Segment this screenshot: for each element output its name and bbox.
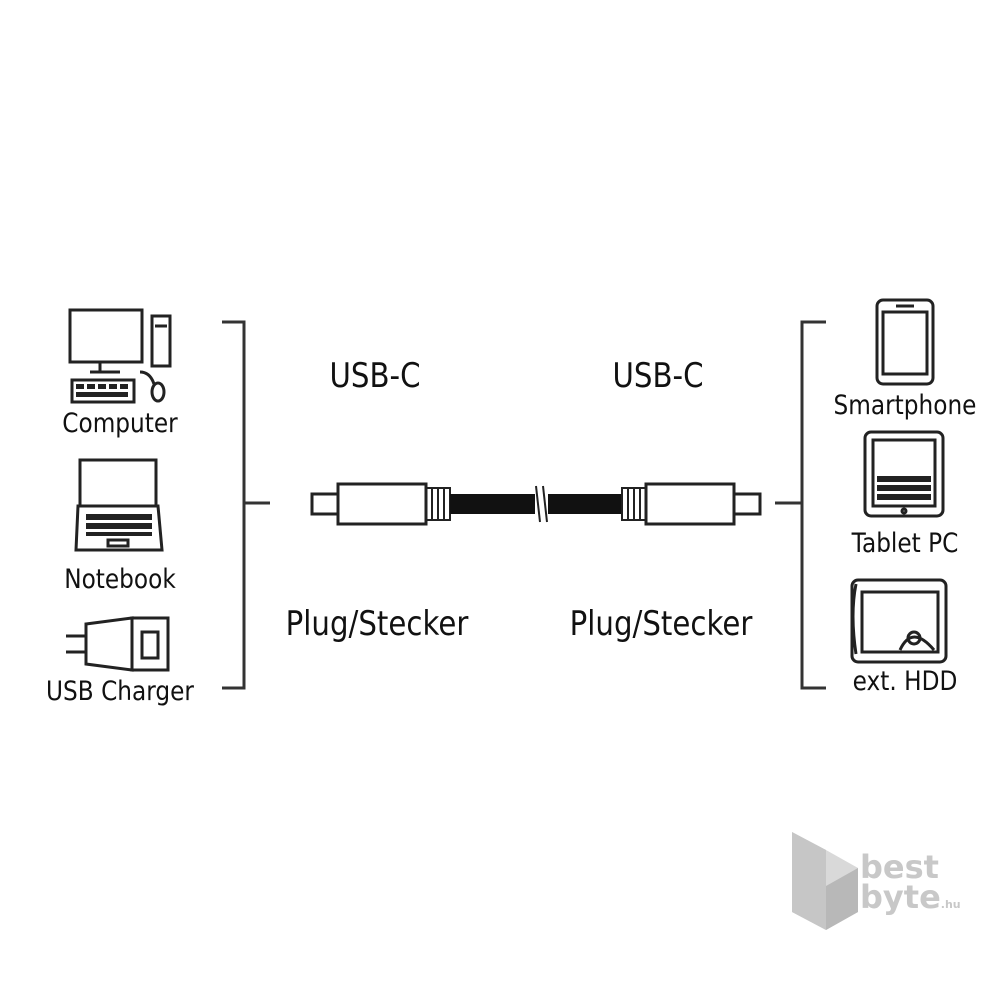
smartphone-icon bbox=[875, 298, 935, 386]
watermark-line1: best bbox=[860, 848, 939, 886]
watermark-text: best byte.hu bbox=[860, 848, 970, 920]
tablet-icon bbox=[863, 430, 945, 518]
usb-c-plug-icon bbox=[621, 482, 762, 526]
hdd-label: ext. HDD bbox=[852, 666, 958, 697]
left-bracket bbox=[222, 320, 270, 690]
right-bracket bbox=[775, 320, 826, 690]
external-hdd-icon bbox=[850, 578, 948, 664]
watermark-line2: byte bbox=[860, 878, 941, 916]
notebook-label: Notebook bbox=[64, 564, 176, 595]
usb-c-plug-icon bbox=[310, 482, 451, 526]
watermark-logo bbox=[792, 832, 858, 930]
computer-label: Computer bbox=[62, 408, 178, 439]
usb-charger-icon bbox=[66, 616, 170, 672]
desktop-computer-icon bbox=[68, 308, 172, 404]
left-connector-kind: Plug/Stecker bbox=[285, 604, 469, 644]
right-connector-type: USB-C bbox=[612, 356, 704, 396]
right-connector-kind: Plug/Stecker bbox=[569, 604, 753, 644]
smartphone-label: Smartphone bbox=[833, 390, 977, 421]
left-connector-type: USB-C bbox=[329, 356, 421, 396]
usb-charger-label: USB Charger bbox=[46, 676, 194, 707]
notebook-icon bbox=[74, 458, 164, 552]
watermark-suffix: .hu bbox=[940, 898, 961, 911]
tablet-label: Tablet PC bbox=[851, 528, 959, 559]
usb-c-cable bbox=[310, 482, 762, 526]
